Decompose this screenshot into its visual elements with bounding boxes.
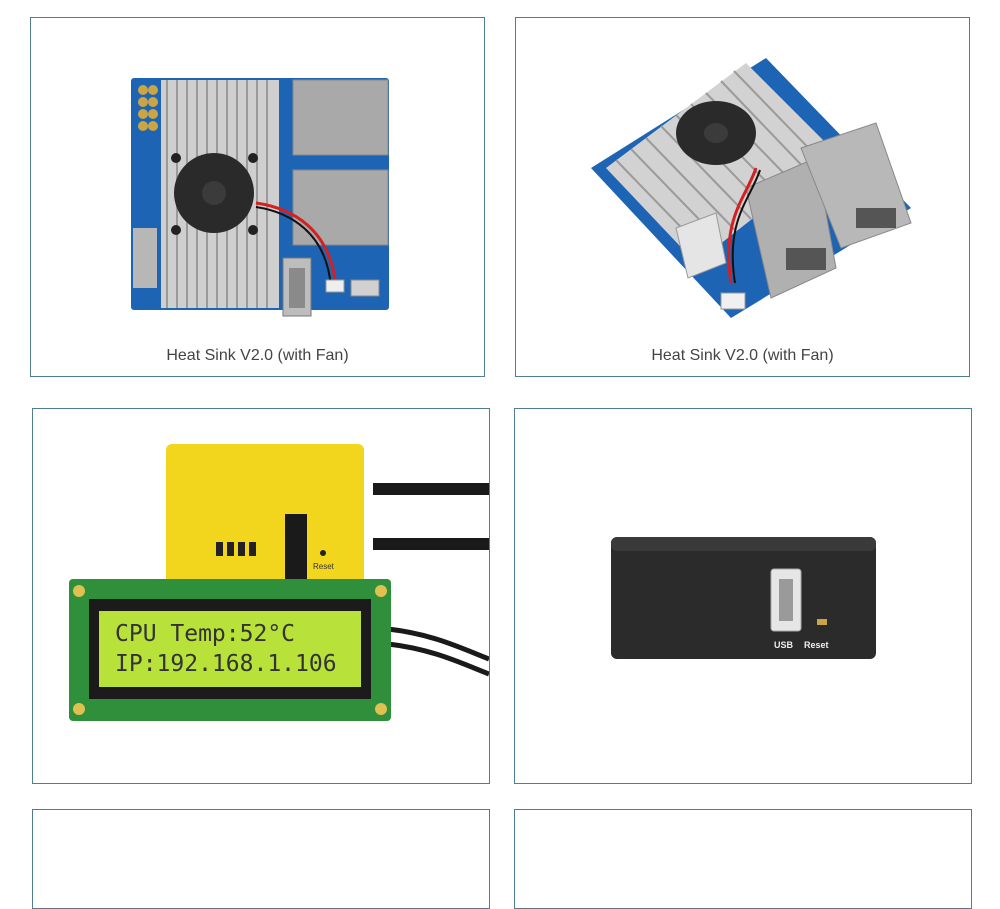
product-card-2[interactable]: Heat Sink V2.0 (with Fan) [515, 17, 970, 377]
usb-label: USB [774, 640, 794, 650]
product-card-4[interactable]: USB Reset [514, 408, 972, 784]
heatsink-top-image [131, 78, 389, 317]
lcd-line-2: IP:192.168.1.106 [115, 651, 337, 677]
product-card-3[interactable]: Reset CPU Temp:52°C IP:192.168.1.106 [32, 408, 490, 784]
product-card-5[interactable] [32, 809, 490, 909]
black-case-image: USB Reset [611, 537, 876, 659]
case-reset-label: Reset [313, 562, 335, 571]
product-card-1[interactable]: Heat Sink V2.0 (with Fan) [30, 17, 485, 377]
product-caption-1: Heat Sink V2.0 (with Fan) [166, 347, 349, 364]
heatsink-angled-image [591, 58, 912, 318]
product-card-6[interactable] [514, 809, 972, 909]
reset-label: Reset [804, 640, 829, 650]
lcd-kit-image: Reset CPU Temp:52°C IP:192.168.1.106 [69, 444, 489, 721]
lcd-line-1: CPU Temp:52°C [115, 621, 295, 647]
product-caption-2: Heat Sink V2.0 (with Fan) [651, 347, 834, 364]
